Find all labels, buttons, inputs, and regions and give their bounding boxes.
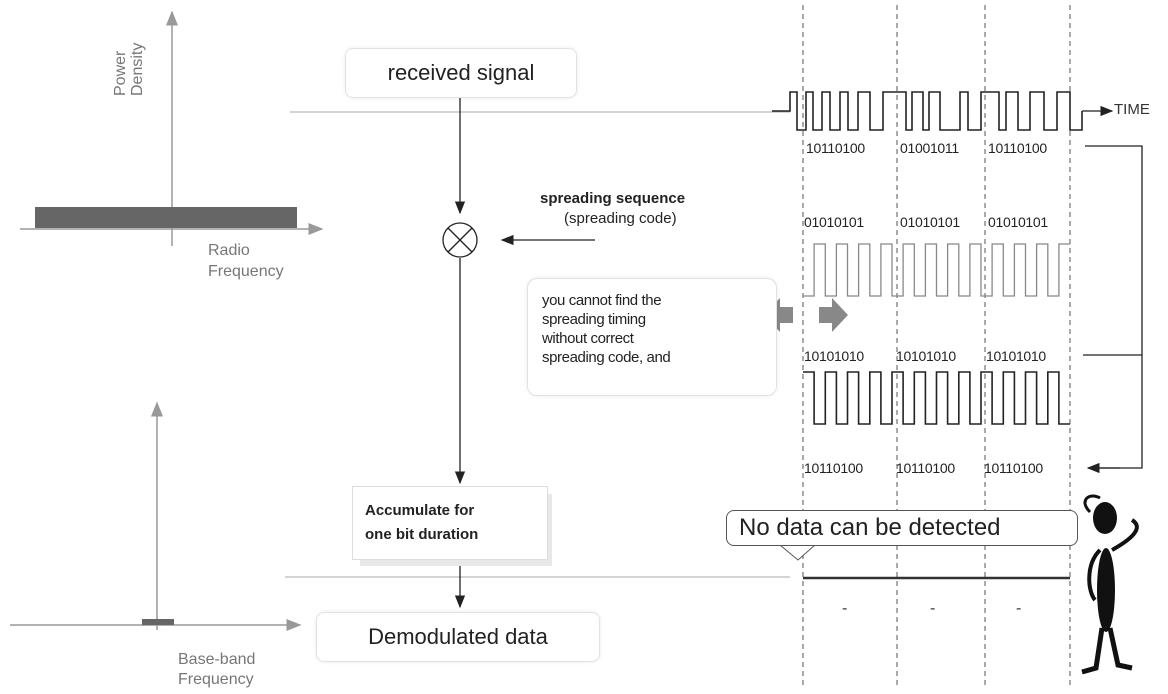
- local-code-a-1: 01010101: [804, 214, 864, 230]
- local-code-a-3: 01010101: [988, 214, 1048, 230]
- baseband-frequency-label: Base-band Frequency: [178, 650, 255, 690]
- timing-dashed-lines: [802, 5, 1071, 688]
- local-code-b-3: 10101010: [986, 348, 1046, 364]
- note-line1: you cannot find the: [542, 292, 662, 309]
- received-signal-text: received signal: [387, 60, 535, 85]
- local-code-a-waveform: [803, 243, 1070, 297]
- density-label: Density: [129, 42, 146, 96]
- flow-arrows: [454, 98, 595, 609]
- note-line3: without correct: [542, 330, 634, 347]
- gray-left-arrow-icon: [764, 298, 793, 332]
- narrowband-spectrum-bar: [142, 619, 174, 625]
- local-code-b-1: 10101010: [804, 348, 864, 364]
- despread-code-3: 10110100: [984, 460, 1043, 476]
- output-mark-1: -: [842, 600, 848, 617]
- power-density-label: Power Density: [112, 43, 146, 96]
- output-mark-3: -: [1016, 600, 1022, 617]
- received-signal-box: received signal: [345, 48, 577, 98]
- timing-note-box: you cannot find the spreading timing wit…: [527, 278, 777, 396]
- local-code-b-waveform: [803, 371, 1070, 425]
- despread-code-1: 10110100: [804, 460, 863, 476]
- multiplier-symbol: [442, 222, 478, 258]
- baseband-frequency-text: Frequency: [178, 671, 254, 688]
- spreading-sequence-label: spreading sequence: [540, 190, 686, 207]
- confused-person-icon: [1081, 494, 1139, 675]
- received-code-3: 10110100: [988, 140, 1047, 156]
- output-mark-2: -: [930, 600, 936, 617]
- received-code-1: 10110100: [806, 140, 865, 156]
- spreading-code-label: (spreading code): [564, 210, 677, 227]
- no-data-callout: No data can be detected: [726, 510, 1078, 546]
- frequency-label: Frequency: [208, 263, 284, 280]
- radio-label: Radio: [208, 242, 250, 259]
- note-line4: spreading code, and: [542, 349, 671, 366]
- bottom-spectrum-axes: [10, 401, 302, 631]
- baseband-label: Base-band: [178, 651, 256, 668]
- demodulated-data-box: Demodulated data: [316, 612, 600, 662]
- note-line2: spreading timing: [542, 311, 646, 328]
- demodulated-data-text: Demodulated data: [368, 624, 548, 649]
- accumulate-line2: one bit duration: [365, 526, 479, 543]
- despread-code-2: 10110100: [896, 460, 955, 476]
- no-data-text: No data can be detected: [739, 514, 1001, 541]
- callout-tail: [778, 544, 817, 561]
- time-axis-label: TIME: [1114, 101, 1150, 118]
- wideband-spectrum-bar: [35, 207, 297, 228]
- received-waveform: [772, 91, 1083, 131]
- local-code-b-2: 10101010: [896, 348, 956, 364]
- local-code-a-2: 01010101: [900, 214, 960, 230]
- received-code-2: 01001011: [900, 140, 959, 156]
- feedback-bracket: [1085, 145, 1143, 469]
- gray-right-arrow-icon: [819, 298, 848, 332]
- power-label: Power: [112, 50, 129, 96]
- radio-frequency-label: Radio Frequency: [208, 240, 284, 282]
- accumulate-line1: Accumulate for: [365, 502, 475, 519]
- accumulate-box: Accumulate for one bit duration: [352, 486, 548, 560]
